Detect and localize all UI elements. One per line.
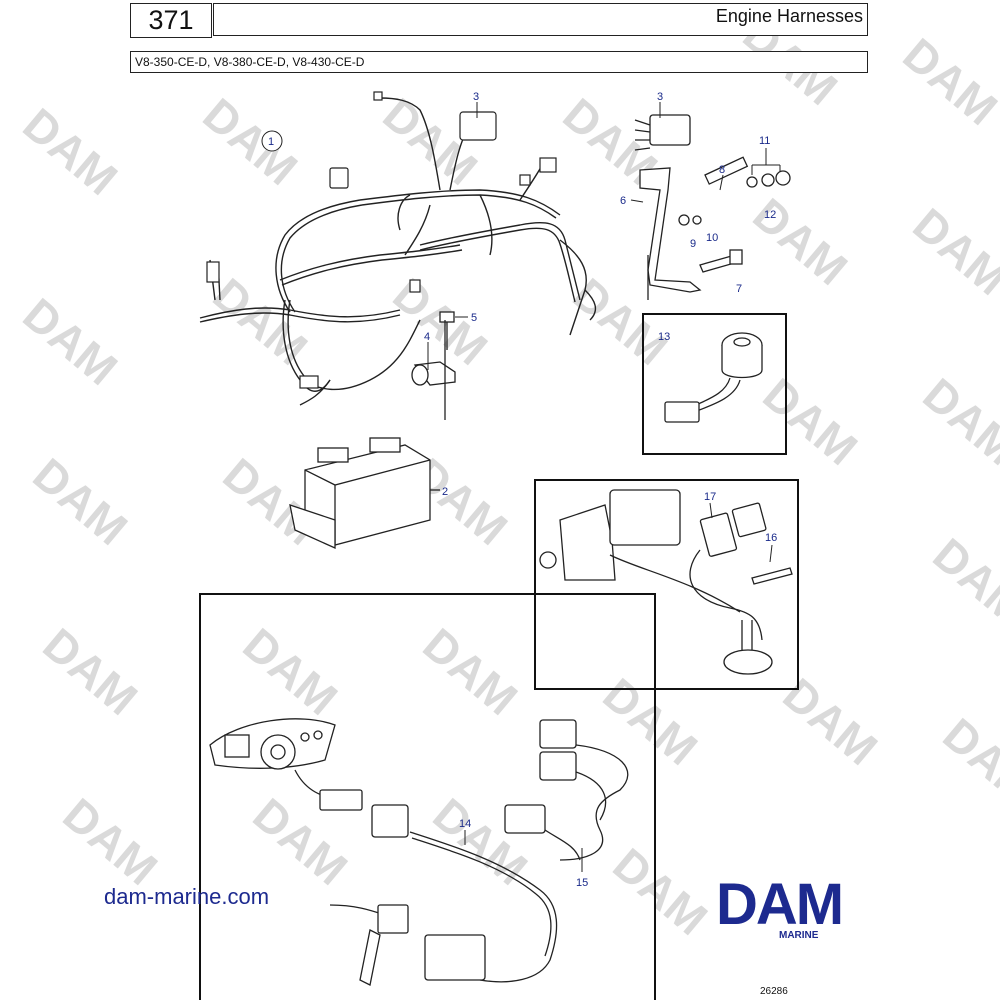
detail-box-14-15 xyxy=(199,593,656,1000)
watermark: DAM xyxy=(904,198,1000,305)
watermark: DAM xyxy=(924,528,1000,635)
callout-3-left[interactable]: 3 xyxy=(473,91,479,103)
callout-11[interactable]: 11 xyxy=(759,135,770,147)
watermark: DAM xyxy=(234,618,348,725)
watermark: DAM xyxy=(754,368,868,475)
watermark: DAM xyxy=(744,188,858,295)
callout-10[interactable]: 10 xyxy=(706,232,718,244)
watermark: DAM xyxy=(34,618,148,725)
callout-5[interactable]: 5 xyxy=(471,312,477,324)
watermark: DAM xyxy=(914,368,1000,475)
callout-13[interactable]: 13 xyxy=(658,331,670,343)
callout-leaders xyxy=(427,102,781,872)
watermark: DAM xyxy=(14,288,128,395)
dam-logo-subtitle: MARINE xyxy=(779,930,819,941)
callout-1-ring xyxy=(261,130,283,152)
callout-14[interactable]: 14 xyxy=(459,818,471,830)
detail-box-13 xyxy=(642,313,787,455)
page-title: Engine Harnesses xyxy=(213,3,868,36)
detail-box-16-17 xyxy=(534,479,799,690)
callout-6[interactable]: 6 xyxy=(620,195,626,207)
watermark: DAM xyxy=(54,788,168,895)
watermark: DAM xyxy=(194,88,308,195)
callout-8[interactable]: 8 xyxy=(719,164,725,176)
callout-3-right[interactable]: 3 xyxy=(657,91,663,103)
callout-17[interactable]: 17 xyxy=(704,491,716,503)
watermark: DAM xyxy=(414,618,528,725)
sensor-13-illustration xyxy=(664,332,763,423)
callout-12[interactable]: 12 xyxy=(764,209,776,221)
dash-harness-illustration xyxy=(209,718,629,986)
model-list: V8-350-CE-D, V8-380-CE-D, V8-430-CE-D xyxy=(130,51,868,73)
clamp-illustration xyxy=(411,311,456,420)
website-link[interactable]: dam-marine.com xyxy=(104,884,270,909)
callout-1[interactable]: 1 xyxy=(268,136,274,148)
watermark-layer: DAM DAM DAM DAM DAM DAM DAM DAM DAM DAM … xyxy=(14,8,1000,945)
watermark: DAM xyxy=(934,708,1000,815)
callout-4[interactable]: 4 xyxy=(424,331,430,343)
bracket-illustration xyxy=(634,114,791,300)
page-number: 371 xyxy=(130,3,212,38)
figure-id: 26286 xyxy=(760,986,788,997)
callout-16[interactable]: 16 xyxy=(765,532,777,544)
fuse-box-illustration xyxy=(289,437,440,550)
callout-15[interactable]: 15 xyxy=(576,877,588,889)
callout-7[interactable]: 7 xyxy=(736,283,742,295)
watermark: DAM xyxy=(24,448,138,555)
watermark: DAM xyxy=(204,268,318,375)
dam-logo: DAM xyxy=(716,872,844,937)
watermark: DAM xyxy=(604,838,718,945)
watermark: DAM xyxy=(594,668,708,775)
sensor-17-illustration xyxy=(539,489,793,675)
callout-2[interactable]: 2 xyxy=(442,486,448,498)
callout-9[interactable]: 9 xyxy=(690,238,696,250)
watermark: DAM xyxy=(14,98,128,205)
harness-connectors xyxy=(206,91,557,389)
watermark: DAM xyxy=(774,668,888,775)
watermark: DAM xyxy=(894,28,1000,135)
engine-harness-illustration xyxy=(199,97,597,406)
